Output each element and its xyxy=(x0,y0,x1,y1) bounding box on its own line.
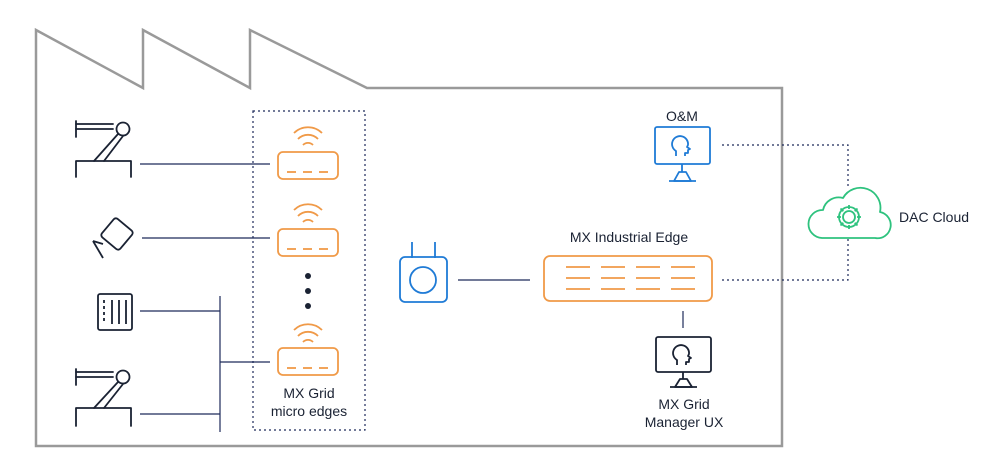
more-devices-ellipsis xyxy=(305,273,311,309)
manager-label-line2: Manager UX xyxy=(645,414,724,430)
micro-edges-label-line1: MX Grid xyxy=(283,385,334,401)
security-camera-icon xyxy=(92,217,134,259)
micro-edges-label-line2: micro edges xyxy=(271,403,347,419)
cloud-gear-icon xyxy=(807,186,892,240)
om-label: O&M xyxy=(666,108,698,124)
micro-edge-device-3 xyxy=(277,323,339,376)
cloud-connection-lines xyxy=(722,144,849,281)
robot-arm-icon xyxy=(75,120,132,178)
micro-edges-group xyxy=(252,110,366,431)
industrial-edge-label: MX Industrial Edge xyxy=(570,229,688,245)
factory-outline xyxy=(34,27,784,448)
micro-edge-device-2 xyxy=(277,203,339,257)
manager-label-line1: MX Grid xyxy=(658,396,709,412)
micro-edge-device-1 xyxy=(277,126,339,180)
monitor-user-icon xyxy=(655,336,712,388)
server-icon xyxy=(543,255,713,302)
monitor-user-icon xyxy=(654,126,711,182)
robot-arm-icon xyxy=(75,368,132,427)
io-controller-icon xyxy=(97,293,133,331)
device-connection-lines xyxy=(140,163,270,432)
dac-cloud-label: DAC Cloud xyxy=(899,209,969,225)
radio-gateway-icon xyxy=(399,242,448,303)
